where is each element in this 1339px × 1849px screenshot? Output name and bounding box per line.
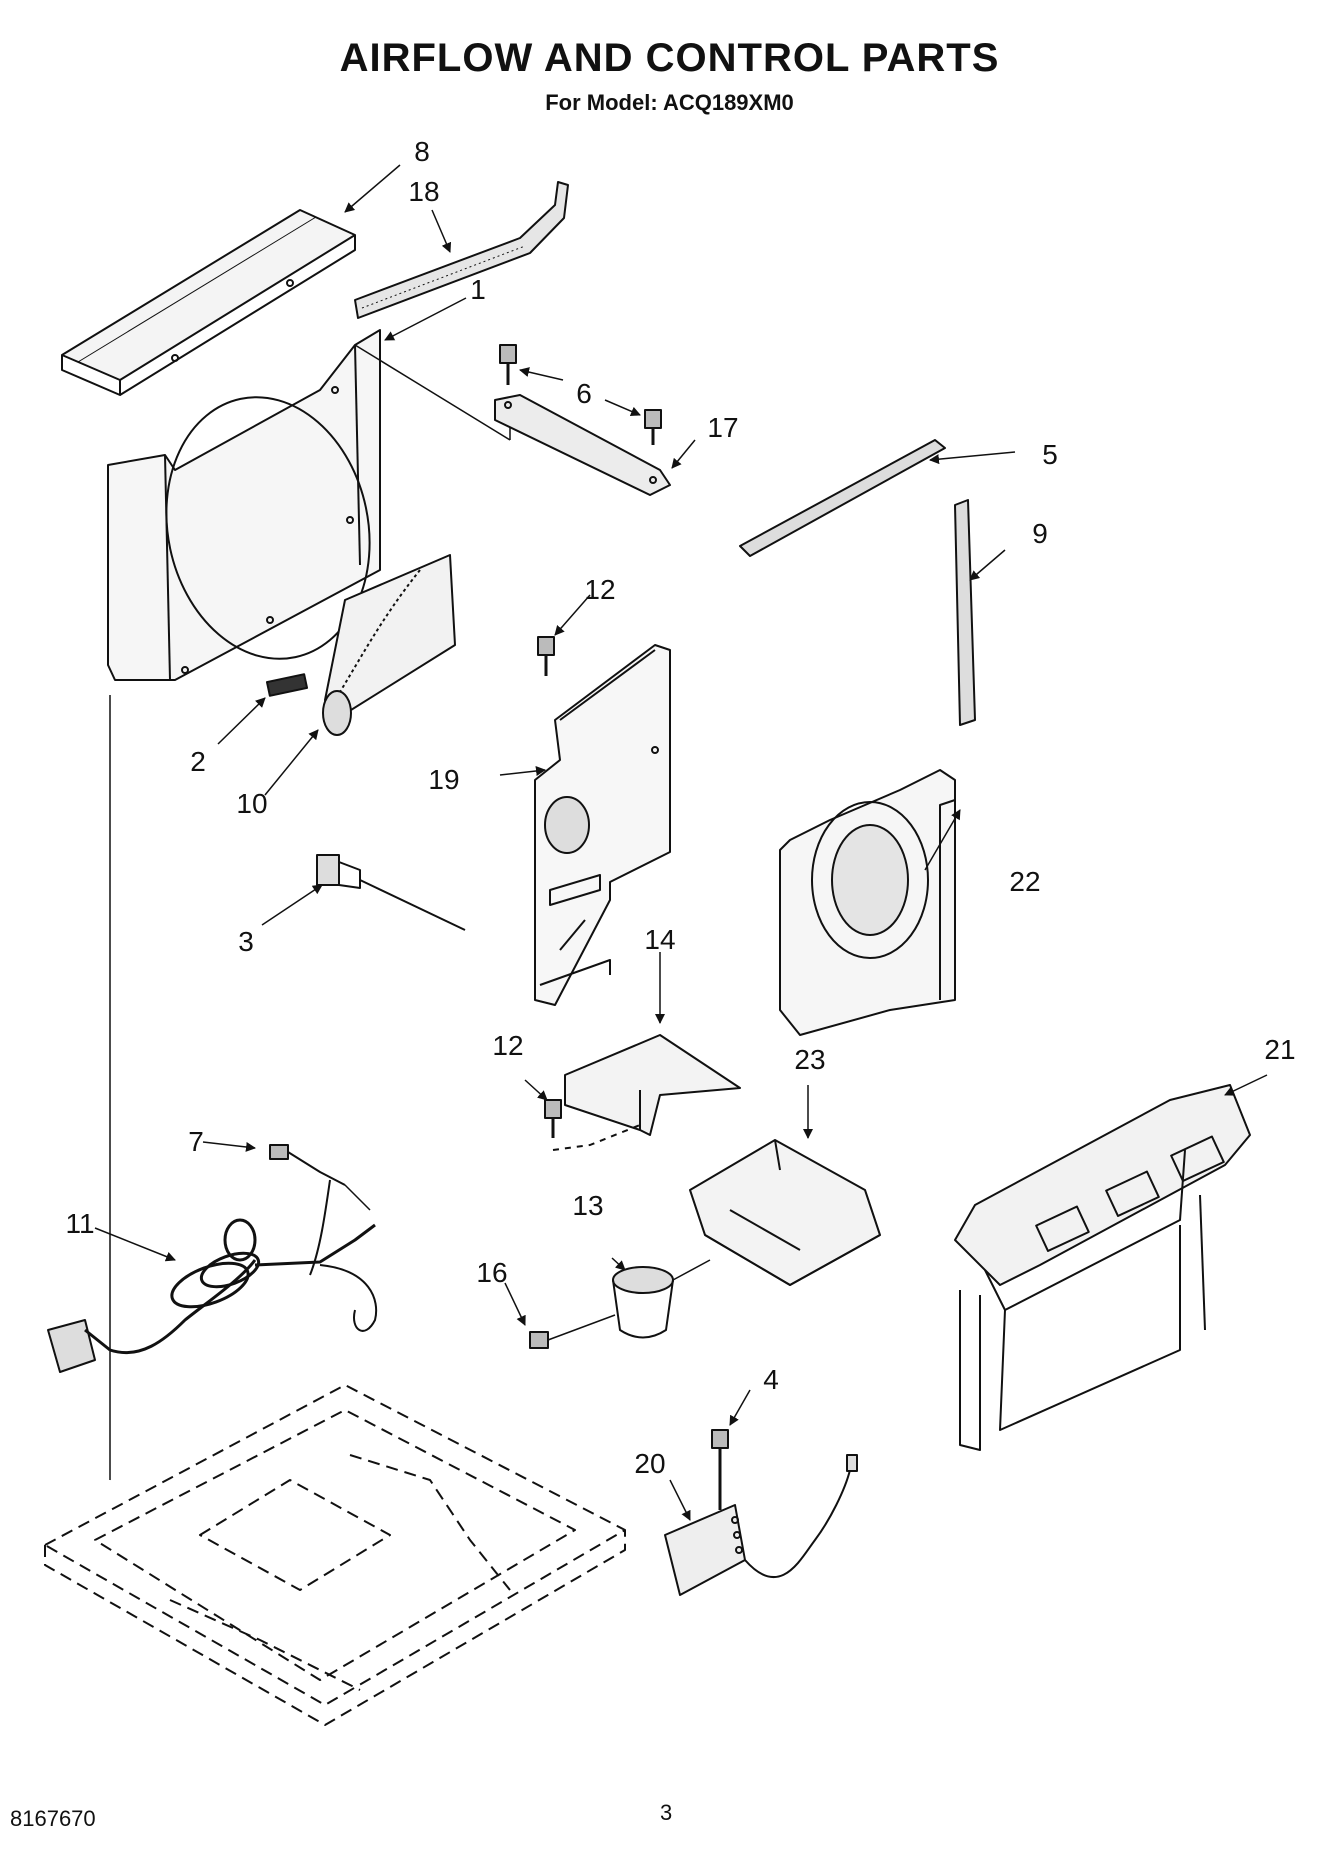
callout-16: 16 [476,1257,508,1288]
callout-19: 19 [428,764,460,795]
callout-2: 2 [190,746,206,777]
part-23-control-box [689,1139,881,1286]
callout-17: 17 [707,412,739,443]
part-21-cabinet [954,1084,1251,1451]
part-2-block [265,673,309,697]
part-6-screws [499,344,662,445]
callout-12: 12 [584,574,616,605]
callout-3: 3 [238,926,254,957]
callout-11: 11 [65,1208,95,1239]
base-pan [44,1384,626,1726]
part-22-blower-housing [779,769,956,1036]
part-10-baffle [322,554,456,736]
part-12-screw-upper [537,636,555,676]
callout-8: 8 [414,136,430,167]
part-16-screw [529,1314,616,1349]
callout-13: 13 [572,1190,604,1221]
part-9-strip [954,499,976,726]
model-subtitle: For Model: ACQ189XM0 [545,90,794,115]
callout-10: 10 [236,788,268,819]
part-1-shroud [107,329,511,681]
part-12-screw-lower [544,1099,641,1151]
part-11-power-cord [47,1218,378,1373]
callout-9: 9 [1032,518,1048,549]
callout-14: 14 [644,924,676,955]
part-4-screw [711,1429,729,1510]
page-title: AIRFLOW AND CONTROL PARTS [339,36,1000,80]
callout-5: 5 [1042,439,1058,470]
page-number: 3 [660,1800,673,1825]
callout-12: 12 [492,1030,524,1061]
callout-arrows [94,164,1268,1521]
part-8-top-panel [61,209,356,396]
callout-1: 1 [470,274,486,305]
part-14-plate [564,1034,741,1136]
callout-23: 23 [794,1044,826,1075]
part-18-foam-strip [354,181,569,319]
part-19-control-bracket [534,644,671,1006]
callout-20: 20 [634,1448,666,1479]
callout-4: 4 [763,1364,779,1395]
part-17-bracket [494,394,671,496]
part-5-strip [739,439,946,557]
callout-7: 7 [188,1126,204,1157]
part-20-control-board [664,1454,858,1596]
document-number: 8167670 [10,1806,96,1831]
callout-6: 6 [576,378,592,409]
part-3-thermostat [316,854,466,931]
callout-18: 18 [408,176,440,207]
part-13-capacitor [612,1259,711,1339]
part-7-screw [269,1144,371,1276]
callout-22: 22 [1009,866,1041,897]
callout-21: 21 [1264,1034,1296,1065]
